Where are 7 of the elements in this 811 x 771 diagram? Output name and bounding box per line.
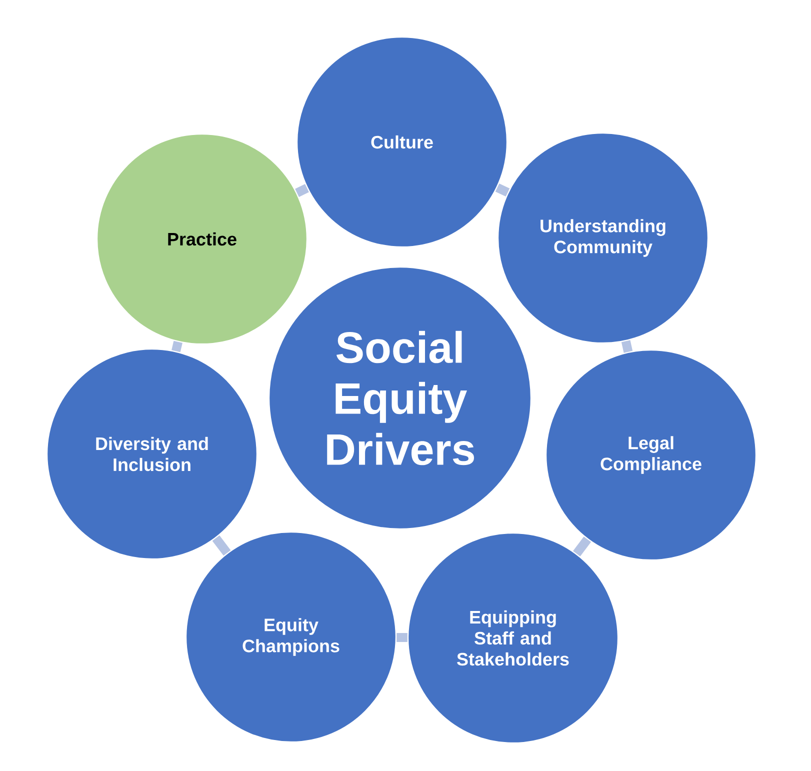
connector (212, 535, 231, 556)
connector (573, 536, 592, 556)
connector (495, 183, 510, 197)
connector (172, 340, 182, 352)
connector (396, 632, 408, 642)
connector (621, 340, 633, 353)
connector (295, 184, 309, 197)
